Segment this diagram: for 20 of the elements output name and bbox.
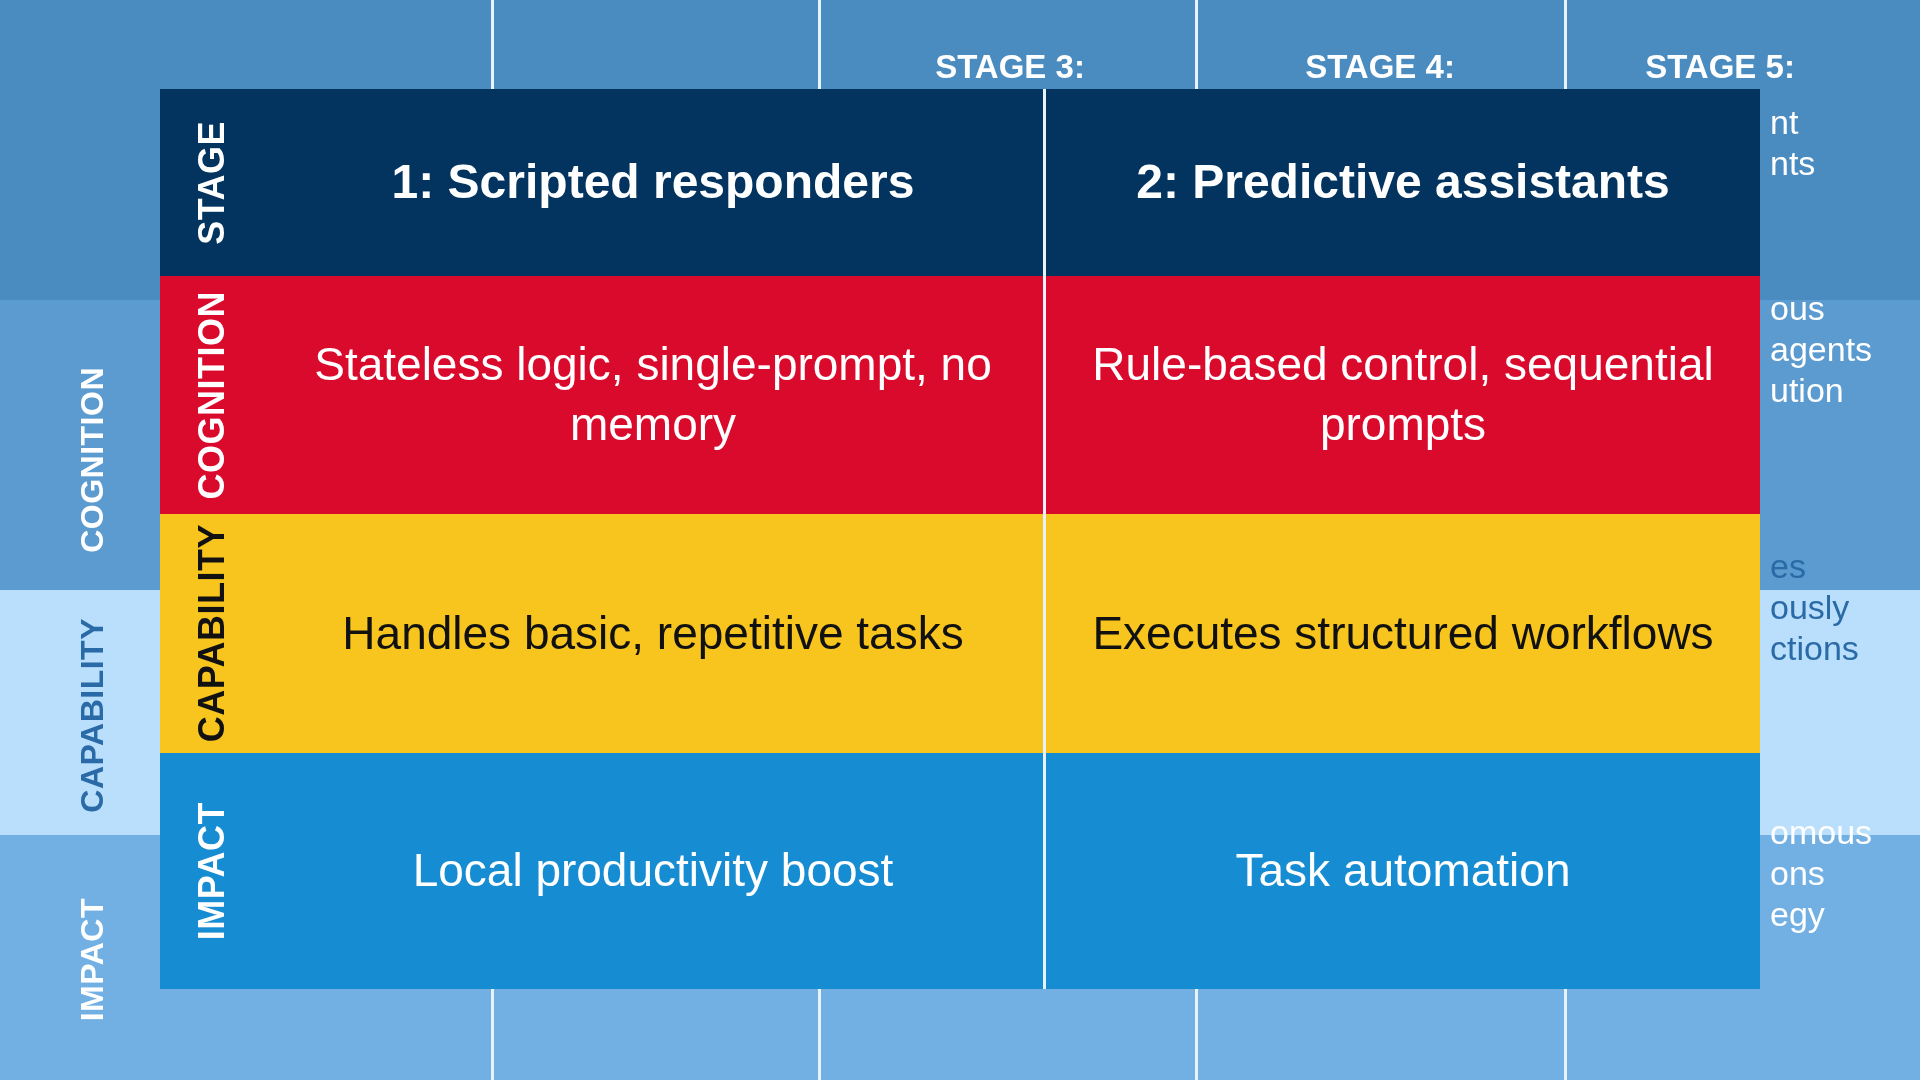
- row-header: IMPACT: [190, 801, 233, 941]
- table-cell: Stateless logic, single-prompt, no memory: [263, 276, 1043, 514]
- row-header: STAGE: [190, 120, 233, 245]
- table-cell: Local productivity boost: [263, 753, 1043, 989]
- row-label: COGNITION: [73, 367, 111, 553]
- column-heading: STAGE 5:: [1644, 48, 1796, 86]
- row-label: CAPABILITY: [73, 617, 111, 813]
- column-heading: STAGE 3:: [934, 48, 1086, 86]
- row-header: COGNITION: [190, 290, 233, 500]
- table-cell: Handles basic, repetitive tasks: [263, 514, 1043, 753]
- row-label: IMPACT: [73, 898, 111, 1022]
- row-header: CAPABILITY: [190, 524, 233, 743]
- table-cell: Executes structured workflows: [1043, 514, 1760, 753]
- column-heading: STAGE 4:: [1304, 48, 1456, 86]
- table-cell: Task automation: [1043, 753, 1760, 989]
- table-cell: Rule-based control, sequential prompts: [1043, 276, 1760, 514]
- table-cell: 2: Predictive assistants: [1043, 89, 1760, 276]
- table-cell: 1: Scripted responders: [263, 89, 1043, 276]
- cropped-text: ous agents ution: [1770, 288, 1873, 411]
- cropped-text: nt nts: [1770, 102, 1816, 184]
